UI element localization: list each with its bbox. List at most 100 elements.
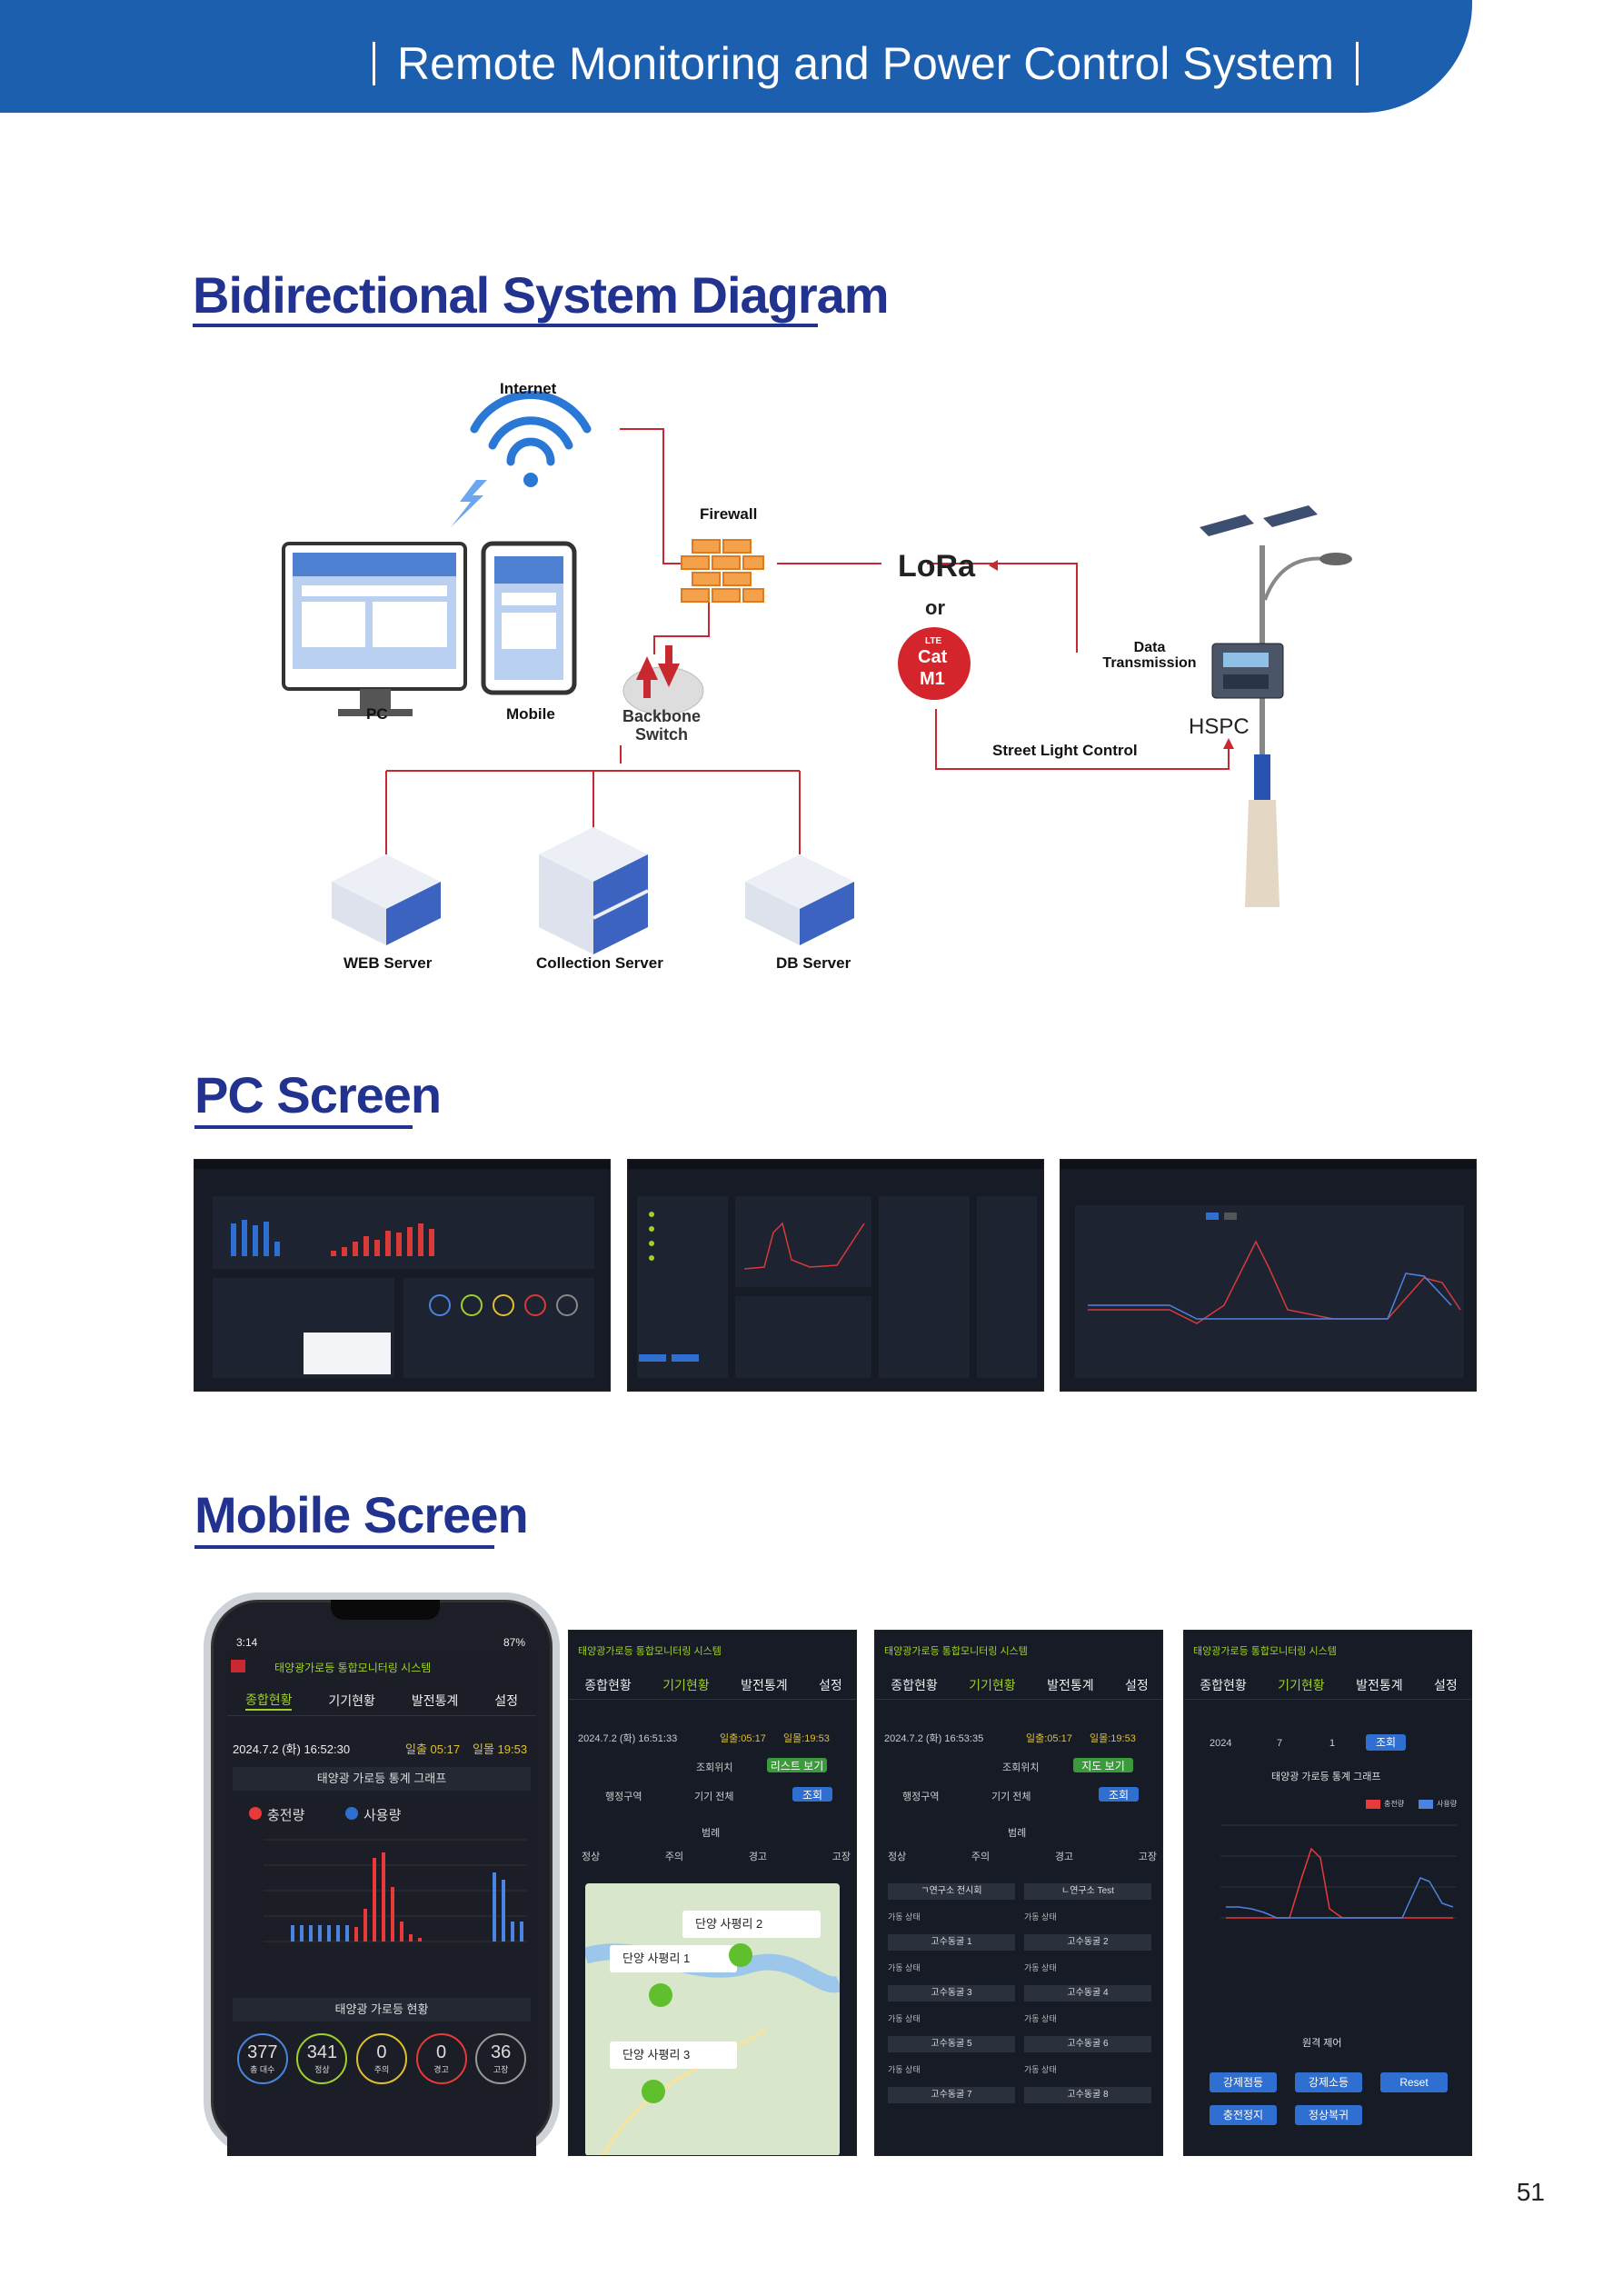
app-title: 태양광가로등 통합모니터링 시스템 — [1193, 1646, 1337, 1657]
sunrise: 일출 05:17 — [405, 1742, 461, 1756]
search-button[interactable]: 조회 — [1099, 1787, 1139, 1802]
label-pc: PC — [366, 705, 388, 723]
search-button[interactable]: 조회 — [792, 1787, 832, 1802]
tab-devices[interactable]: 기기현황 — [1278, 1677, 1325, 1692]
sunrise: 일출:05:17 — [1026, 1733, 1072, 1744]
list-item[interactable]: ㄴ연구소 Test — [1024, 1883, 1151, 1900]
list-item[interactable]: ㄱ연구소 전시회 — [888, 1883, 1015, 1900]
map-view-button[interactable]: 지도 보기 — [1073, 1758, 1133, 1772]
tab-devices[interactable]: 기기현황 — [328, 1692, 375, 1708]
tab-statistics[interactable]: 발전통계 — [1047, 1677, 1094, 1692]
map-pin-icon[interactable] — [642, 2080, 665, 2103]
op-state: 가동 상태 — [888, 1963, 921, 1972]
list-item[interactable]: 고수동굴 5 — [888, 2036, 1015, 2052]
map-pin-label[interactable]: 단양 사평리 1 — [610, 1945, 737, 1972]
tab-statistics[interactable]: 발전통계 — [741, 1677, 788, 1692]
lora-logo: LoRa — [898, 549, 975, 584]
phone-clock: 3:14 — [236, 1636, 258, 1649]
system-diagram — [282, 391, 1352, 954]
sunset: 일몰:19:53 — [783, 1733, 830, 1744]
tab-devices[interactable]: 기기현황 — [662, 1677, 710, 1692]
m1-label: M1 — [920, 669, 945, 689]
datetime: 2024.7.2 (화) 16:53:35 — [884, 1733, 984, 1744]
label-internet: Internet — [500, 380, 557, 397]
label-mobile: Mobile — [506, 705, 555, 723]
mobile-tabs: 종합현황 기기현황 발전통계 설정 — [569, 1671, 856, 1700]
month-select[interactable]: 7 — [1277, 1738, 1283, 1749]
region-select[interactable]: 행정구역 — [605, 1792, 642, 1802]
force-on-button[interactable]: 강제점등 — [1210, 2072, 1277, 2092]
tab-statistics[interactable]: 발전통계 — [411, 1692, 459, 1708]
op-state: 가동 상태 — [888, 1912, 921, 1922]
list-item[interactable]: 고수동굴 3 — [888, 1985, 1015, 2002]
tab-settings[interactable]: 설정 — [1434, 1677, 1458, 1692]
region-select[interactable]: 행정구역 — [902, 1792, 940, 1802]
tab-overview[interactable]: 종합현황 — [1200, 1677, 1247, 1692]
map-pin-icon[interactable] — [729, 1943, 752, 1967]
legend-title: 범례 — [1008, 1828, 1027, 1839]
year-select[interactable]: 2024 — [1210, 1738, 1232, 1749]
pc-screenshot-device-status — [627, 1159, 1044, 1392]
tab-overview[interactable]: 종합현황 — [891, 1677, 938, 1692]
section-title-mobile: Mobile Screen — [194, 1486, 529, 1543]
state-caution: 주의 — [971, 1852, 991, 1862]
reset-button[interactable]: Reset — [1380, 2072, 1448, 2092]
tab-settings[interactable]: 설정 — [1125, 1677, 1149, 1692]
legend-title: 범례 — [702, 1828, 721, 1839]
remote-control-title: 원격 제어 — [1302, 2038, 1342, 2049]
device-filter[interactable]: 기기 전체 — [991, 1792, 1031, 1802]
sunrise: 일출:05:17 — [720, 1733, 766, 1744]
query-button[interactable]: 조회 — [1366, 1734, 1406, 1751]
device-filter[interactable]: 기기 전체 — [694, 1792, 734, 1802]
op-state: 가동 상태 — [1024, 1963, 1057, 1972]
mobile-screen-overview: 태양광가로등 통합모니터링 시스템 종합현황 기기현황 발전통계 설정 2024… — [227, 1654, 536, 2156]
section-title-diagram: Bidirectional System Diagram — [193, 266, 890, 324]
sunset: 일몰 19:53 — [473, 1742, 528, 1756]
day-select[interactable]: 1 — [1329, 1738, 1336, 1749]
mobile-tabs: 종합현황 기기현황 발전통계 설정 — [1184, 1671, 1471, 1700]
legend-charge: 충전량 — [267, 1808, 305, 1823]
list-item[interactable]: 고수동굴 8 — [1024, 2087, 1151, 2103]
op-state: 가동 상태 — [888, 2065, 921, 2074]
label-street-light-control: Street Light Control — [992, 742, 1138, 759]
graph-title: 태양광 가로등 통계 그래프 — [1271, 1772, 1381, 1782]
tab-devices[interactable]: 기기현황 — [969, 1677, 1016, 1692]
state-fault: 고장 — [831, 1852, 851, 1862]
mobile-screen-map: 태양광가로등 통합모니터링 시스템 종합현황 기기현황 발전통계 설정 2024… — [568, 1630, 857, 2156]
legend-usage: 사용량 — [363, 1808, 402, 1823]
op-state: 가동 상태 — [888, 2014, 921, 2023]
list-item[interactable]: 고수동굴 7 — [888, 2087, 1015, 2103]
list-item[interactable]: 고수동굴 1 — [888, 1934, 1015, 1951]
list-view-button[interactable]: 리스트 보기 — [767, 1758, 827, 1772]
label-firewall: Firewall — [700, 505, 758, 523]
list-item[interactable]: 고수동굴 2 — [1024, 1934, 1151, 1951]
tab-statistics[interactable]: 발전통계 — [1356, 1677, 1403, 1692]
mobile-screen-list: 태양광가로등 통합모니터링 시스템 종합현황 기기현황 발전통계 설정 2024… — [874, 1630, 1163, 2156]
stop-charge-button[interactable]: 충전정지 — [1210, 2105, 1277, 2125]
state-warning: 경고 — [748, 1852, 768, 1862]
state-warning: 경고 — [1054, 1852, 1074, 1862]
state-normal: 정상 — [582, 1852, 601, 1862]
map-pin-label[interactable]: 단양 사평리 2 — [682, 1911, 821, 1938]
tab-settings[interactable]: 설정 — [819, 1677, 842, 1692]
state-legend: 정상 주의 경고 고장 — [888, 1849, 1157, 1863]
legend-charge: 충전량 — [1384, 1800, 1405, 1808]
tab-settings[interactable]: 설정 — [494, 1692, 519, 1708]
legend-usage: 사용량 — [1437, 1800, 1458, 1808]
tab-overview[interactable]: 종합현황 — [244, 1691, 293, 1711]
header-title: Remote Monitoring and Power Control Syst… — [373, 36, 1390, 91]
list-item[interactable]: 고수동굴 6 — [1024, 2036, 1151, 2052]
label-backbone-switch: Backbone Switch — [622, 707, 702, 744]
force-off-button[interactable]: 강제소등 — [1295, 2072, 1362, 2092]
map-pin-label[interactable]: 단양 사평리 3 — [610, 2041, 737, 2069]
search-location-label: 조회위치 — [696, 1762, 733, 1773]
state-normal: 정상 — [888, 1852, 907, 1862]
restore-normal-button[interactable]: 정상복귀 — [1295, 2105, 1362, 2125]
tab-overview[interactable]: 종합현황 — [584, 1677, 632, 1692]
list-item[interactable]: 고수동굴 4 — [1024, 1985, 1151, 2002]
map-pin-icon[interactable] — [649, 1983, 672, 2007]
legend-charge-swatch — [1366, 1800, 1380, 1809]
